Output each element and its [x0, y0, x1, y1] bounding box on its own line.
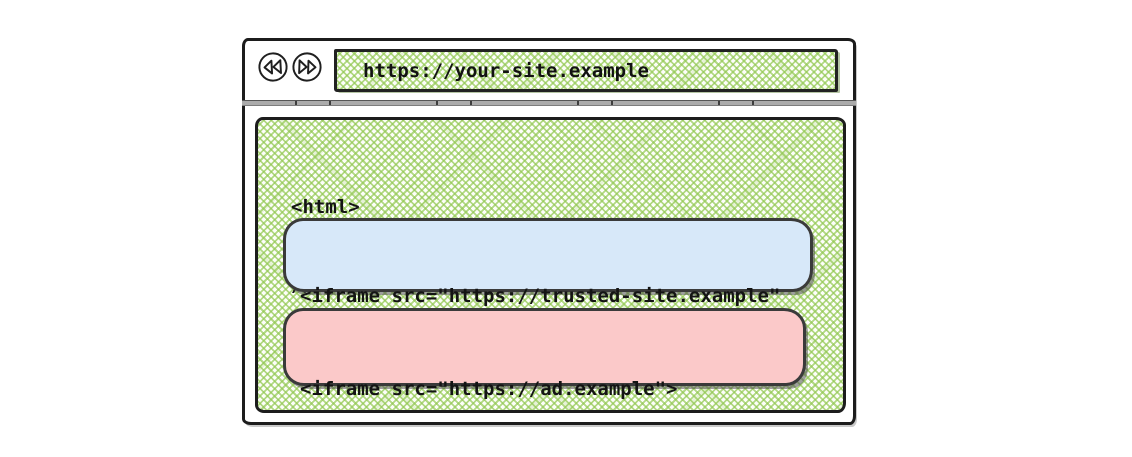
html-open-tag: <html> [291, 196, 360, 218]
address-bar-url: https://your-site.example [363, 59, 649, 82]
trusted-iframe-line1: <iframe src="https://trusted-site.exampl… [300, 285, 781, 307]
back-button[interactable] [255, 49, 291, 85]
toolbar-divider [242, 100, 856, 106]
forward-button[interactable] [289, 49, 324, 84]
address-bar[interactable]: https://your-site.example [334, 49, 838, 92]
trusted-iframe-box: <iframe src="https://trusted-site.exampl… [283, 218, 813, 388]
rewind-icon [258, 52, 288, 82]
diagram-canvas: https://your-site.example <html> // your… [242, 38, 856, 425]
ad-iframe-box: <iframe src="https://ad.example"> [283, 308, 806, 400]
ad-iframe-line1: <iframe src="https://ad.example"> [300, 378, 678, 400]
page-content-area: <html> // your-site.example code <iframe… [255, 117, 846, 413]
browser-window: https://your-site.example <html> // your… [242, 38, 856, 425]
fast-forward-icon [292, 52, 322, 82]
